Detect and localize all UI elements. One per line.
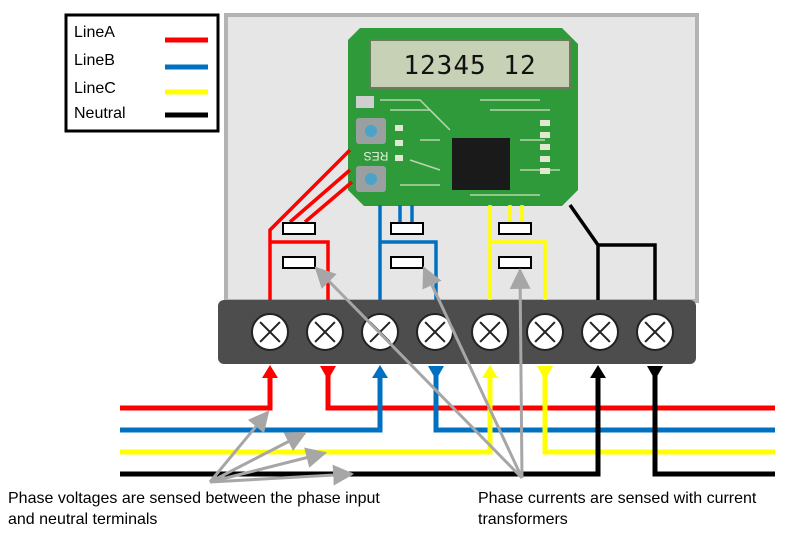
linec-ct-leads bbox=[508, 205, 524, 222]
ct-linec-upper bbox=[498, 222, 532, 235]
reset-button-cap bbox=[365, 173, 377, 185]
lineb-ct-leads bbox=[398, 205, 414, 222]
legend-label-neutral: Neutral bbox=[74, 105, 126, 122]
terminal-screw-2 bbox=[306, 313, 344, 351]
ct-linea-upper bbox=[282, 222, 316, 235]
terminal-screw-8 bbox=[636, 313, 674, 351]
terminal-arrows bbox=[262, 365, 663, 380]
linec-ct-loop bbox=[490, 240, 547, 300]
arrow-neutral-in bbox=[590, 365, 606, 378]
voltage-sensing-caption: Phase voltages are sensed between the ph… bbox=[8, 488, 380, 530]
arrow-lineb-in bbox=[372, 365, 388, 378]
linea-ct-lead-2 bbox=[303, 180, 354, 224]
voltage-callout-lineb bbox=[209, 431, 307, 484]
current-caption-line2: transformers bbox=[478, 511, 568, 528]
button-top-cap bbox=[365, 125, 377, 137]
voltage-caption-line2: and neutral terminals bbox=[8, 511, 158, 528]
current-sensing-caption: Phase currents are sensed with current t… bbox=[478, 488, 756, 530]
legend-label-lineb: LineB bbox=[74, 52, 115, 69]
voltage-callout-neutral bbox=[209, 464, 355, 486]
linea-ct-lead-1 bbox=[288, 168, 352, 224]
linec-supply-in bbox=[120, 375, 493, 455]
arrow-linec-out bbox=[537, 366, 553, 380]
legend-label-linea: LineA bbox=[74, 24, 115, 41]
current-callout-lineb bbox=[422, 266, 524, 479]
current-callout-linea bbox=[314, 266, 524, 480]
internal-wiring bbox=[268, 148, 657, 300]
arrow-linec-in bbox=[482, 365, 498, 378]
legend-box bbox=[64, 13, 220, 133]
arrow-linea-in bbox=[262, 365, 278, 378]
neutral-board-lead bbox=[568, 203, 600, 247]
meter-pcb: 12345 12 RES bbox=[348, 28, 578, 206]
terminal-screw-7 bbox=[581, 313, 619, 351]
legend-label-linec: LineC bbox=[74, 80, 116, 97]
voltage-caption-line1: Phase voltages are sensed between the ph… bbox=[8, 490, 380, 507]
ct-lineb bbox=[390, 256, 424, 269]
arrow-lineb-out bbox=[428, 366, 444, 380]
supply-lines bbox=[120, 368, 775, 477]
callout-arrows bbox=[208, 266, 531, 486]
current-transformers bbox=[282, 222, 532, 269]
ct-lineb-upper bbox=[390, 222, 424, 235]
ct-linea bbox=[282, 256, 316, 269]
voltage-callout-linec bbox=[209, 447, 328, 484]
lcd-display bbox=[369, 39, 571, 89]
microcontroller-chip bbox=[452, 138, 510, 190]
terminal-block bbox=[218, 300, 696, 364]
pcb-connector bbox=[356, 96, 374, 108]
linea-supply-in bbox=[120, 375, 273, 411]
neutral-loop bbox=[596, 243, 657, 300]
terminal-screw-1 bbox=[251, 313, 289, 351]
linea-voltage-tap bbox=[268, 148, 352, 300]
current-caption-line1: Phase currents are sensed with current bbox=[478, 490, 757, 507]
neutral-supply-out bbox=[652, 368, 775, 477]
lineb-supply-in bbox=[120, 375, 383, 433]
arrow-neutral-out bbox=[647, 366, 663, 380]
arrow-linea-out bbox=[320, 366, 336, 380]
voltage-callout-linea bbox=[208, 410, 270, 483]
pcb-silkscreen-label: RES bbox=[364, 149, 389, 163]
linec-supply-out bbox=[542, 368, 775, 455]
current-callout-linec bbox=[509, 267, 531, 479]
linea-supply-out bbox=[325, 368, 775, 411]
ct-linec bbox=[498, 256, 532, 269]
neutral-supply-in bbox=[120, 375, 601, 477]
legend: LineA LineB LineC Neutral bbox=[64, 13, 220, 133]
terminal-screw-5 bbox=[471, 313, 509, 351]
lcd-readout: 12345 12 bbox=[403, 51, 536, 81]
terminal-screw-6 bbox=[526, 313, 564, 351]
